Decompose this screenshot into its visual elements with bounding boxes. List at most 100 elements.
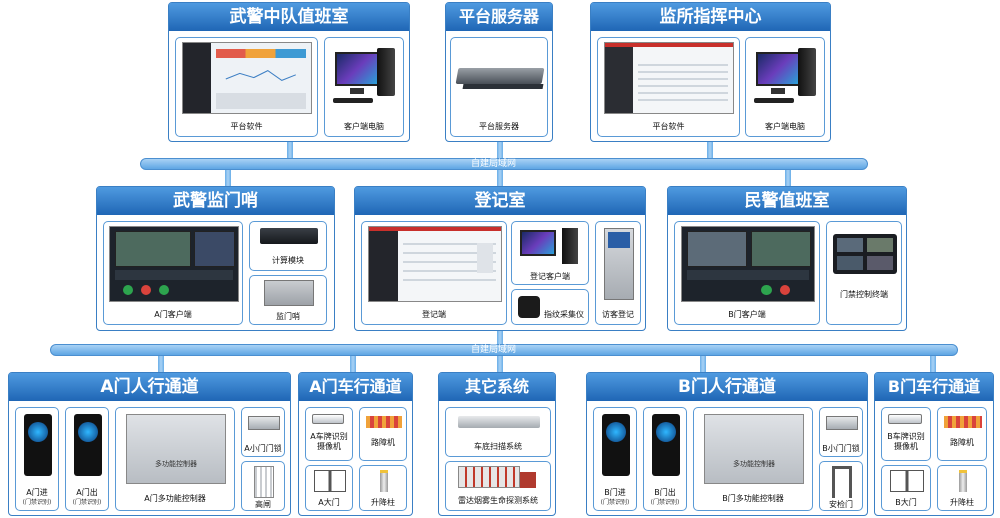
b-door-in-label: B门进 xyxy=(604,488,626,497)
turnstile-label: 高闸 xyxy=(255,500,271,509)
truck-icon xyxy=(458,466,520,488)
card-sentry-box: 监门哨 xyxy=(249,275,327,325)
controller-box-text: 多功能控制器 xyxy=(155,460,197,468)
server-label: 平台服务器 xyxy=(479,122,519,131)
a-door-controller-label: A门多功能控制器 xyxy=(144,494,206,503)
b-door-client-label: B门客户端 xyxy=(728,310,766,319)
connector-line xyxy=(707,138,713,158)
surveillance-screenshot xyxy=(681,226,815,302)
client-pc-label: 客户端电脑 xyxy=(765,122,805,131)
card-radar-detector: 雷达烟雾生命探测系统 xyxy=(445,461,551,511)
a-door-in-sub: (门禁识别) xyxy=(22,499,52,506)
a-main-gate-label: A大门 xyxy=(318,498,340,507)
a-door-in-label: A门进 xyxy=(26,488,48,497)
surveillance-screenshot xyxy=(109,226,239,302)
platform-software-label: 平台软件 xyxy=(230,122,263,131)
connector-line xyxy=(225,170,231,188)
pc-monitor-icon xyxy=(756,52,800,86)
card-road-blocker: 路障机 xyxy=(359,407,407,461)
controller-box-icon: 多功能控制器 xyxy=(704,414,804,484)
road-blocker-label: 路障机 xyxy=(371,438,395,447)
software-screenshot xyxy=(604,42,734,114)
panel-registration-room: 登记室 登记端 登记客户端 指纹采集仪 访客登记 xyxy=(354,186,646,331)
controller-box-text: 多功能控制器 xyxy=(733,460,775,468)
radar-detector-label: 雷达烟雾生命探测系统 xyxy=(458,496,538,505)
card-platform-software: 平台软件 xyxy=(597,37,740,137)
road-blocker-icon xyxy=(366,416,402,428)
connector-line xyxy=(785,170,791,188)
panel-title: 平台服务器 xyxy=(446,3,552,31)
card-a-door-client: A门客户端 xyxy=(103,221,243,325)
card-fingerprint-scanner: 指纹采集仪 xyxy=(511,289,589,325)
card-turnstile: 高闸 xyxy=(241,461,285,511)
card-server: 平台服务器 xyxy=(450,37,548,137)
a-plate-camera-label: A车牌识别摄像机 xyxy=(310,432,348,451)
register-screenshot xyxy=(368,226,502,302)
b-door-in-sub: (门禁识别) xyxy=(600,499,630,506)
plate-camera-icon xyxy=(312,414,344,424)
turnstile-icon xyxy=(254,466,274,498)
gate-icon xyxy=(890,470,924,492)
connector-line xyxy=(350,356,356,372)
b-door-out-sub: (门禁识别) xyxy=(650,499,680,506)
road-blocker-label: 路障机 xyxy=(950,438,974,447)
register-terminal-label: 登记端 xyxy=(422,310,446,319)
pc-monitor-icon xyxy=(520,230,556,256)
panel-b-vehicle-lane: B门车行通道 B车牌识别摄像机 路障机 B大门 升降柱 xyxy=(874,372,994,516)
client-pc-label: 客户端电脑 xyxy=(344,122,384,131)
lan-bus-bottom-label: 自建局域网 xyxy=(471,345,517,355)
panel-armed-duty-room: 武警中队值班室 平台软件 客户端电脑 xyxy=(168,2,410,142)
panel-police-duty-room: 民警值班室 B门客户端 门禁控制终端 xyxy=(667,186,907,331)
security-door-icon xyxy=(832,466,852,498)
card-b-main-gate: B大门 xyxy=(881,465,931,511)
plate-camera-icon xyxy=(888,414,922,424)
b-main-gate-label: B大门 xyxy=(895,498,917,507)
card-a-door-out: A门出 (门禁识别) xyxy=(65,407,109,511)
card-compute-module: 计算模块 xyxy=(249,221,327,271)
b-door-out-label: B门出 xyxy=(654,488,676,497)
b-small-door-lock-label: B小门门锁 xyxy=(822,444,860,453)
panel-title: 登记室 xyxy=(355,187,645,215)
bollard-label: 升降柱 xyxy=(371,498,395,507)
door-lock-icon xyxy=(248,416,280,430)
connector-line xyxy=(158,356,164,372)
card-a-small-door-lock: A小门门锁 xyxy=(241,407,285,457)
register-client-label: 登记客户端 xyxy=(530,272,570,281)
tablet-terminal-icon xyxy=(833,234,897,274)
bollard-icon xyxy=(380,470,388,492)
panel-title: 其它系统 xyxy=(439,373,555,401)
panel-a-vehicle-lane: A门车行通道 A车牌识别摄像机 路障机 A大门 升降柱 xyxy=(298,372,413,516)
connector-line xyxy=(700,356,706,372)
card-register-client: 登记客户端 xyxy=(511,221,589,285)
card-a-plate-camera: A车牌识别摄像机 xyxy=(305,407,353,461)
card-b-plate-camera: B车牌识别摄像机 xyxy=(881,407,931,461)
card-client-pc: 客户端电脑 xyxy=(745,37,825,137)
a-door-out-label: A门出 xyxy=(76,488,98,497)
card-platform-software: 平台软件 xyxy=(175,37,318,137)
chassis-scanner-icon xyxy=(458,416,540,428)
card-bollard: 升降柱 xyxy=(937,465,987,511)
panel-armed-gate-post: 武警监门哨 A门客户端 计算模块 监门哨 xyxy=(96,186,335,331)
panel-title: B门人行通道 xyxy=(587,373,867,401)
fingerprint-scanner-icon xyxy=(518,296,540,318)
face-terminal-icon xyxy=(602,414,630,476)
bollard-label: 升降柱 xyxy=(950,498,974,507)
fingerprint-scanner-label: 指纹采集仪 xyxy=(544,310,584,319)
panel-title: 监所指挥中心 xyxy=(591,3,830,31)
software-screenshot xyxy=(182,42,312,114)
card-visitor-kiosk: 访客登记 xyxy=(595,221,641,325)
rack-server-icon xyxy=(455,68,545,84)
card-road-blocker: 路障机 xyxy=(937,407,987,461)
card-client-pc: 客户端电脑 xyxy=(324,37,404,137)
card-access-control-terminal: 门禁控制终端 xyxy=(826,221,902,325)
face-terminal-icon xyxy=(652,414,680,476)
sentry-box-icon xyxy=(264,280,314,306)
card-a-door-in: A门进 (门禁识别) xyxy=(15,407,59,511)
card-a-main-gate: A大门 xyxy=(305,465,353,511)
pc-tower-icon xyxy=(377,48,395,96)
connector-line xyxy=(497,356,503,372)
lan-bus-top: 自建局域网 xyxy=(140,158,868,170)
panel-title: A门人行通道 xyxy=(9,373,290,401)
card-register-terminal: 登记端 xyxy=(361,221,507,325)
b-door-controller-label: B门多功能控制器 xyxy=(722,494,784,503)
